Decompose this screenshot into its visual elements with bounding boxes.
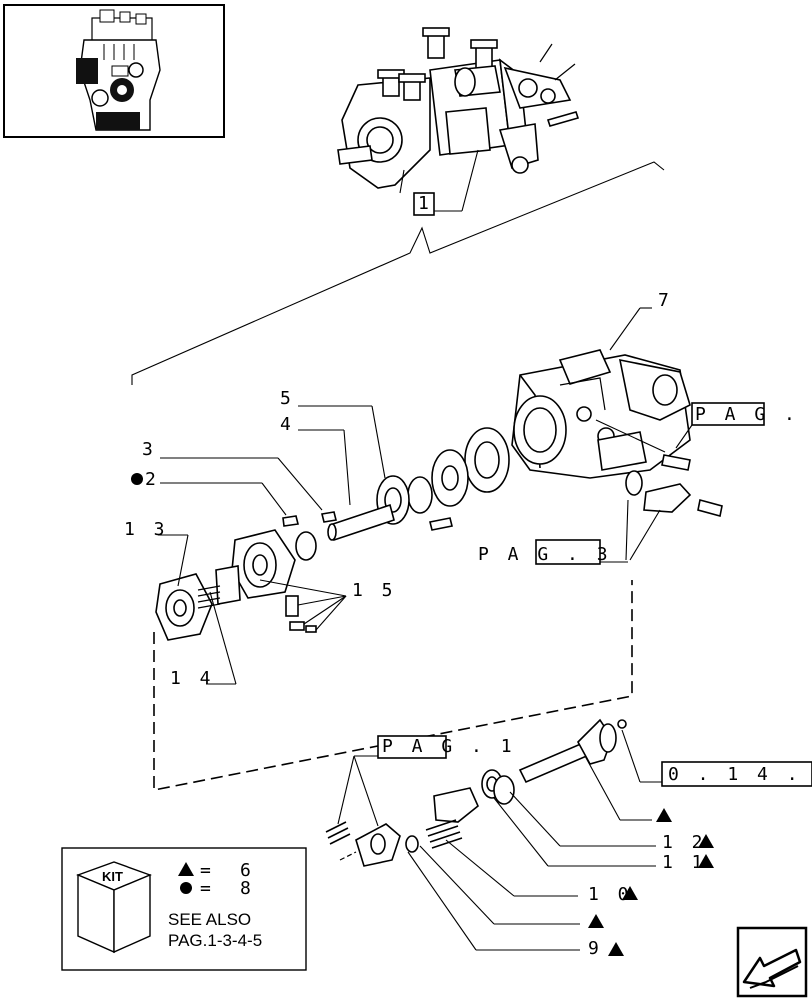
back-arrow-button[interactable] — [736, 926, 808, 998]
black-triangle-icon — [698, 834, 714, 848]
see-also-line1: SEE ALSO — [168, 910, 251, 929]
callout-3[interactable]: 3 — [142, 439, 157, 460]
black-triangle-icon — [608, 942, 624, 956]
callout-10[interactable]: 1 0 — [588, 884, 633, 905]
legend-circle-eq: = — [200, 878, 215, 899]
black-circle-icon — [180, 882, 192, 894]
see-also-line2: PAG.1-3-4-5 — [168, 931, 262, 950]
kit-legend: KIT = 6 = 8 SEE ALSO PAG.1-3-4-5 — [61, 847, 307, 971]
black-triangle-icon — [178, 862, 194, 876]
callout-5[interactable]: 5 — [280, 388, 295, 409]
legend-triangle-eq: = — [200, 860, 215, 881]
drive-shaft-group — [282, 427, 510, 542]
engine-thumbnail-image — [76, 9, 161, 131]
drive-hub-group — [155, 529, 317, 641]
pump-housing[interactable]: 7 P A G . 3 — [511, 290, 812, 561]
callout-15[interactable]: 1 5 — [352, 580, 397, 601]
kit-label: KIT — [102, 869, 123, 884]
ref-code[interactable]: 0 . 1 4 . 0 / 0 — [668, 764, 812, 785]
black-triangle-icon — [656, 808, 672, 822]
callout-12[interactable]: 1 2 — [662, 832, 707, 853]
black-circle-icon — [131, 473, 143, 485]
legend-triangle-value: 6 — [240, 860, 255, 881]
lower-shaft-group — [325, 718, 627, 867]
black-triangle-icon — [588, 914, 604, 928]
black-triangle-icon — [622, 886, 638, 900]
callout-4[interactable]: 4 — [280, 414, 295, 435]
ref-pag3-top[interactable]: P A G . 3 — [695, 404, 812, 425]
callout-1[interactable]: 1 — [418, 193, 433, 214]
engine-thumbnail[interactable] — [3, 4, 225, 138]
callout-2[interactable]: 2 — [145, 469, 160, 490]
callout-11[interactable]: 1 1 — [662, 852, 707, 873]
overview-bracket — [131, 161, 665, 385]
pump-assembly-overview: 1 — [337, 27, 580, 216]
kit-cube-icon — [76, 861, 152, 954]
callout-7[interactable]: 7 — [658, 290, 673, 311]
ref-pag3-mid[interactable]: P A G . 3 — [478, 544, 612, 565]
black-triangle-icon — [698, 854, 714, 868]
back-arrow-icon — [742, 948, 802, 988]
callout-13[interactable]: 1 3 — [124, 519, 169, 540]
callout-14[interactable]: 1 4 — [170, 668, 215, 689]
ref-pag1[interactable]: P A G . 1 — [382, 736, 516, 757]
callout-9[interactable]: 9 — [588, 938, 603, 959]
legend-circle-value: 8 — [240, 878, 255, 899]
